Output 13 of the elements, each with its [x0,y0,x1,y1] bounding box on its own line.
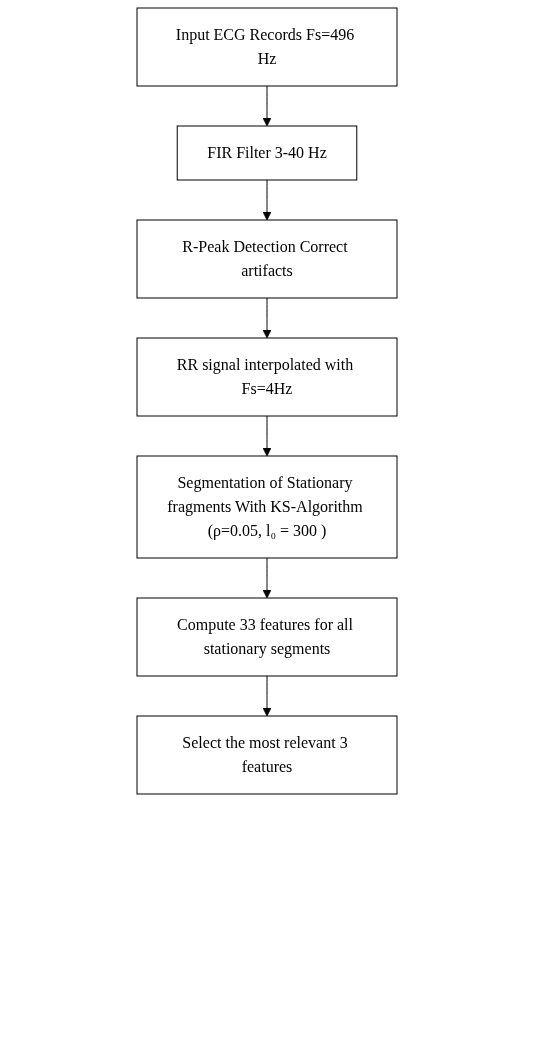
node-box: Segmentation of Stationary fragments With KS-Algorithm (ρ=0.05, l₀ = 300 ) [136,455,397,559]
node-box: FIR Filter 3-40 Hz [176,125,357,181]
arrow [262,179,271,221]
arrow [262,415,271,457]
arrow [262,85,271,127]
arrow [262,675,271,717]
arrow [262,297,271,339]
node-box: R-Peak Detection Correct artifacts [136,219,397,299]
node-box: Select the most relevant 3 features [136,715,397,795]
arrow [262,557,271,599]
node-box: Input ECG Records Fs=496 Hz [136,7,397,87]
node-box: RR signal interpolated with Fs=4Hz [136,337,397,417]
node-box: Compute 33 features for all stationary segments [136,597,397,677]
